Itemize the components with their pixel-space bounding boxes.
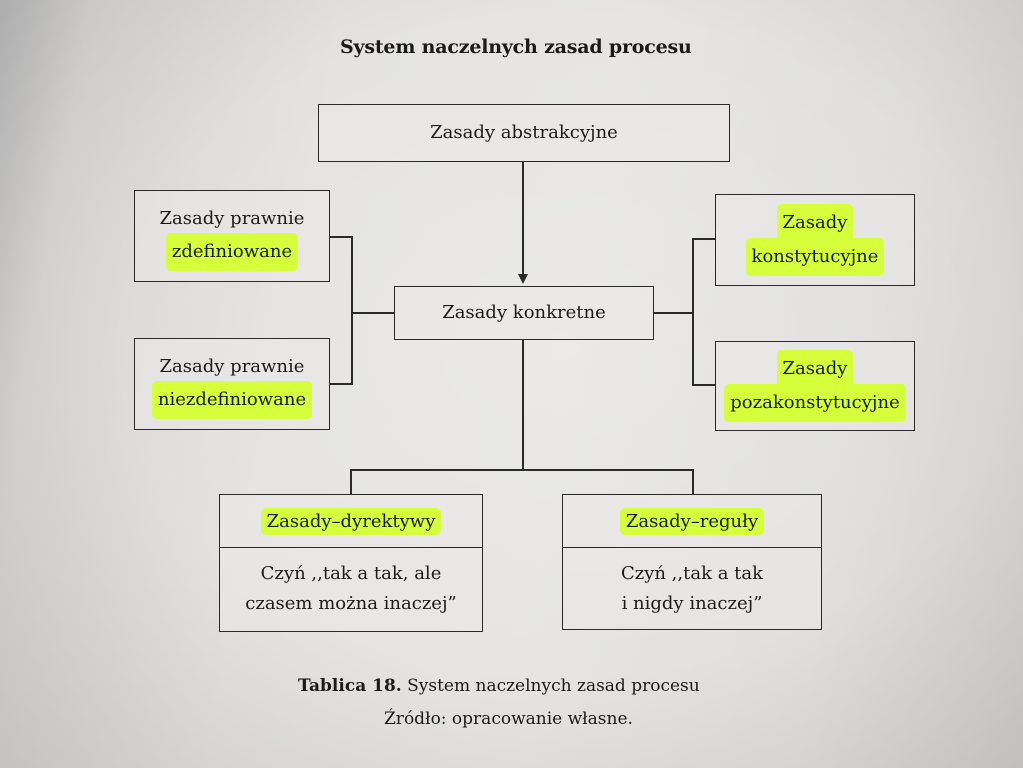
box-rules-header: Zasady–reguły <box>563 495 821 548</box>
box-directives-line2: czasem można inaczej” <box>245 593 457 614</box>
box-abstract-label: Zasady abstrakcyjne <box>430 122 618 143</box>
connector-abstract-to-concrete <box>522 162 524 274</box>
caption-label: Tablica 18. <box>298 676 402 696</box>
box-directives: Zasady–dyrektywy Czyń ,,tak a tak, ale c… <box>219 494 483 632</box>
connector-right-vertical <box>692 238 694 386</box>
box-nonconstitutional-line1: Zasady <box>778 352 852 386</box>
box-constitutional: Zasady konstytucyjne <box>715 194 915 286</box>
arrow-down-icon <box>518 274 528 284</box>
box-directives-line1: Czyń ,,tak a tak, ale <box>260 563 442 584</box>
figure-caption: Tablica 18. System naczelnych zasad proc… <box>298 676 758 696</box>
box-rules-title: Zasady–reguły <box>621 509 763 533</box>
box-nonconstitutional-line2: pozakonstytucyjne <box>726 386 904 420</box>
caption-text: System naczelnych zasad procesu <box>407 676 700 696</box>
connector-left-bottom <box>330 383 352 385</box>
box-rules-line1: Czyń ,,tak a tak <box>620 563 764 584</box>
box-concrete-label: Zasady konkretne <box>442 302 606 323</box>
figure-source: Źródło: opracowanie własne. <box>384 709 633 729</box>
connector-bottom-horizontal <box>350 469 694 471</box>
box-directives-header: Zasady–dyrektywy <box>220 495 482 548</box>
connector-left-top <box>330 236 352 238</box>
box-legally-defined-line1: Zasady prawnie <box>159 208 305 229</box>
connector-right-top <box>693 238 715 240</box>
box-legally-undefined: Zasady prawnie niezdefiniowane <box>134 338 330 430</box>
box-rules-line2: i nigdy inaczej” <box>621 593 763 614</box>
box-concrete-principles: Zasady konkretne <box>394 286 654 340</box>
connector-concrete-down <box>522 340 524 470</box>
box-legally-defined-line2: zdefiniowane <box>167 235 297 269</box>
box-legally-defined: Zasady prawnie zdefiniowane <box>134 190 330 282</box>
box-legally-undefined-line2: niezdefiniowane <box>153 383 311 417</box>
box-directives-title: Zasady–dyrektywy <box>262 509 440 533</box>
box-rules: Zasady–reguły Czyń ,,tak a tak i nigdy i… <box>562 494 822 630</box>
box-constitutional-line2: konstytucyjne <box>747 240 883 274</box>
connector-to-directives <box>350 469 352 494</box>
connector-right-to-concrete <box>654 312 693 314</box>
box-directives-body: Czyń ,,tak a tak, ale czasem można inacz… <box>220 548 482 630</box>
connector-right-bottom <box>693 384 715 386</box>
connector-left-to-concrete <box>351 312 394 314</box>
box-abstract-principles: Zasady abstrakcyjne <box>318 104 730 162</box>
box-legally-undefined-line1: Zasady prawnie <box>159 356 305 377</box>
box-constitutional-line1: Zasady <box>778 206 852 240</box>
box-nonconstitutional: Zasady pozakonstytucyjne <box>715 341 915 431</box>
diagram-title: System naczelnych zasad procesu <box>340 36 692 58</box>
box-rules-body: Czyń ,,tak a tak i nigdy inaczej” <box>563 548 821 630</box>
connector-left-vertical <box>351 236 353 385</box>
connector-to-rules <box>692 469 694 494</box>
